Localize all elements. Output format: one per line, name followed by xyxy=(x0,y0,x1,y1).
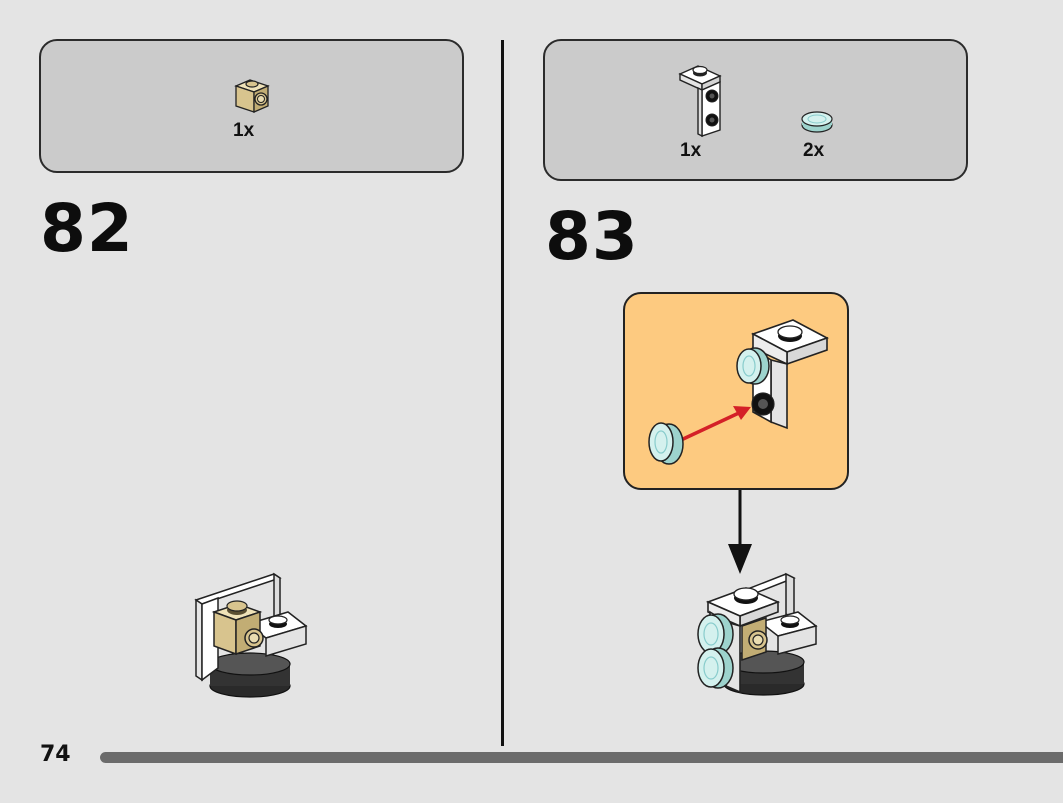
callout-assembly-illustration xyxy=(648,319,829,465)
part-quantity: 1x xyxy=(680,140,702,161)
part-quantity: 2x xyxy=(803,140,825,161)
white-bracket-plate-icon xyxy=(678,65,722,138)
trans-light-blue-round-tile-icon xyxy=(801,111,833,133)
tan-1x1-brick-with-side-stud-icon xyxy=(234,79,270,113)
column-divider xyxy=(501,40,504,746)
progress-bar xyxy=(100,752,1063,763)
step-number-82: 82 xyxy=(40,190,134,267)
part-quantity: 1x xyxy=(233,120,255,141)
progress-bar-fill xyxy=(100,752,1063,763)
step-number-83: 83 xyxy=(545,198,639,275)
down-arrow-icon xyxy=(728,490,752,574)
step-82-build-model xyxy=(194,572,308,698)
step-83-parts-box xyxy=(543,39,968,181)
step-83-build-model xyxy=(697,572,818,696)
page-number: 74 xyxy=(40,742,71,767)
